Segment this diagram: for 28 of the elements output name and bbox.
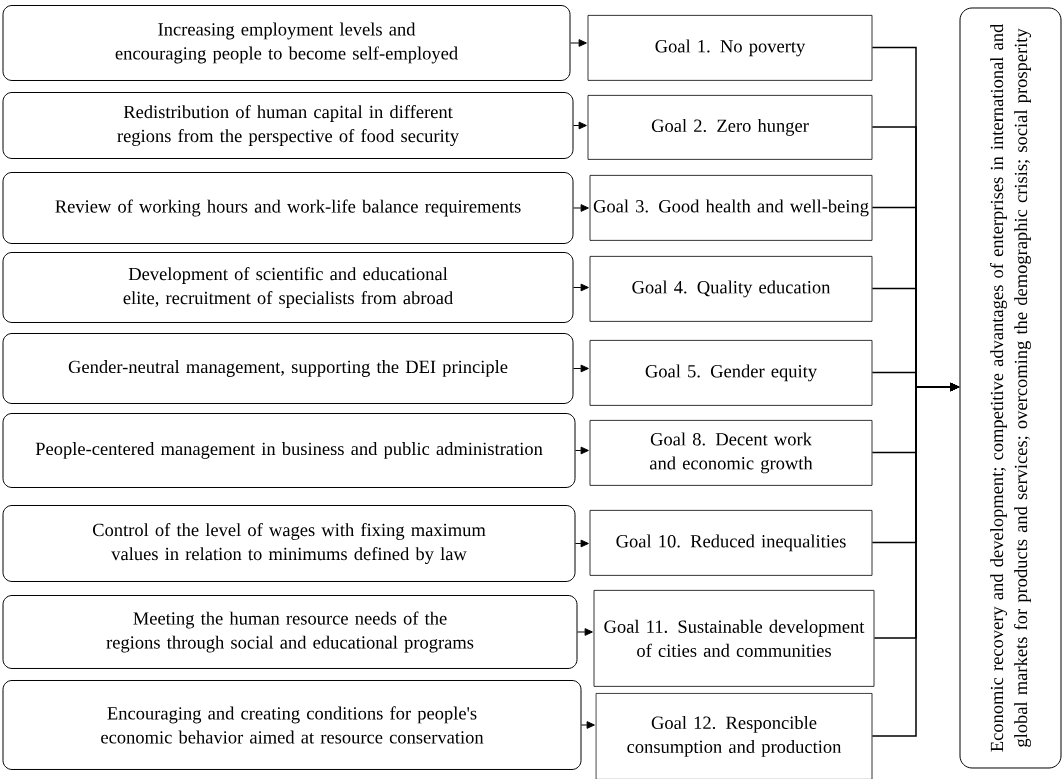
measure-box: Review of working hours and work-life balance requirements	[2, 172, 574, 244]
goal-box: Goal 10. Reduced inequalities	[589, 510, 873, 576]
measure-box: Meeting the human resource needs of the regions through social and educational programs	[2, 595, 578, 669]
goal-box: Goal 11. Sustainable development of cities and communities	[593, 590, 875, 687]
goal-box: Goal 12. Responcible consumption and production	[595, 693, 873, 779]
goal-box: Goal 5. Gender equity	[589, 340, 873, 406]
arrow	[570, 39, 587, 47]
goal-box: Goal 8. Decent work and economic growth	[589, 420, 873, 486]
goal-box: Goal 1. No poverty	[587, 15, 873, 81]
goal-box: Goal 4. Quality education	[589, 256, 873, 322]
outcome-box: Economic recovery and development; competitive advantages of enterprises in international and global markets for products and services; overcoming the demographic crisis; social prosperity	[959, 7, 1062, 769]
goal-box: Goal 2. Zero hunger	[587, 95, 873, 160]
goal-box: Goal 3. Good health and well-being	[589, 175, 873, 241]
arrow	[575, 539, 589, 548]
arrow	[575, 446, 589, 455]
measure-box: Redistribution of human capital in different regions from the perspective of food security	[2, 92, 574, 159]
arrow	[573, 121, 587, 130]
arrow	[577, 628, 593, 636]
measure-box: Control of the level of wages with fixing maximum values in relation to minimums defined by law	[2, 505, 576, 582]
arrow	[573, 364, 589, 373]
arrow	[573, 283, 589, 292]
measure-box: Encouraging and creating conditions for people's economic behavior aimed at resource conservation	[2, 680, 582, 770]
measure-box: Development of scientific and educational elite, recruitment of specialists from abroad	[2, 252, 574, 323]
arrow	[581, 721, 595, 729]
arrow	[573, 204, 589, 212]
measure-box: Gender-neutral management, supporting the DEI principle	[2, 333, 574, 404]
measure-box: People-centered management in business and public administration	[2, 413, 576, 488]
measure-box: Increasing employment levels and encouraging people to become self-employed	[2, 5, 571, 81]
